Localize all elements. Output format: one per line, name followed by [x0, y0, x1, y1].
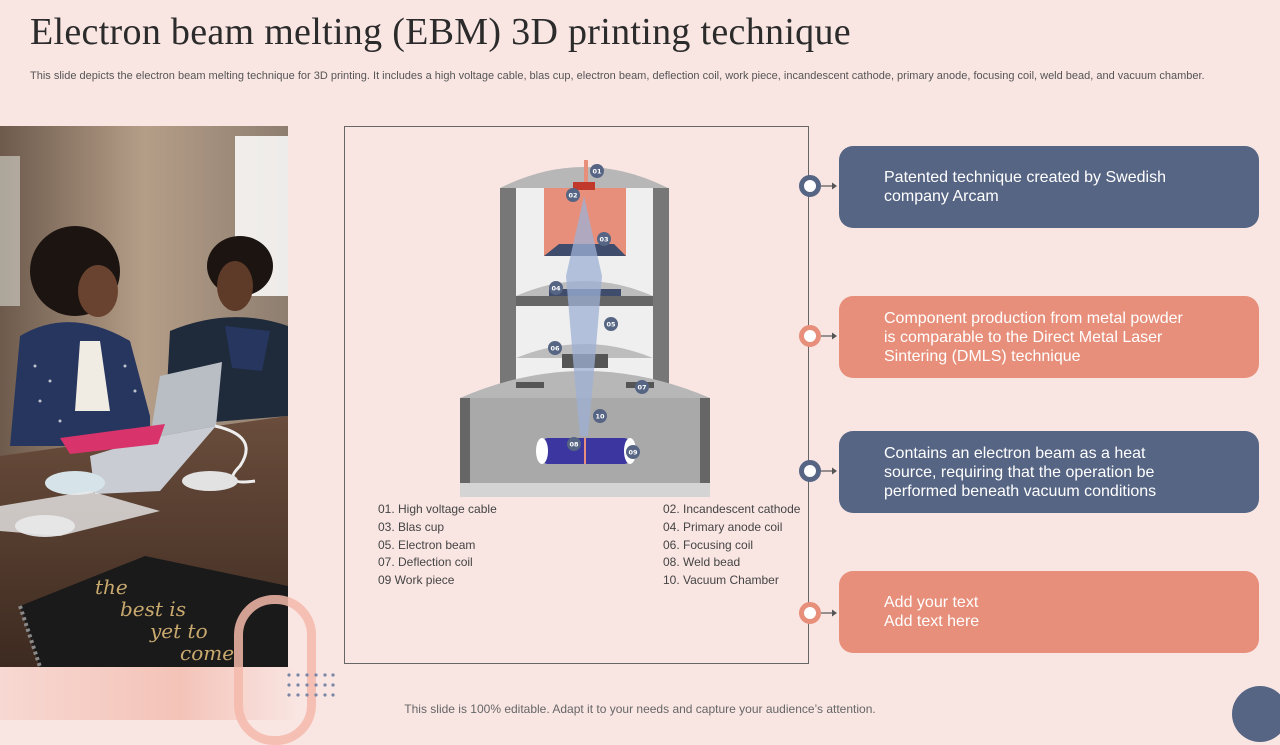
info-card-2: Component production from metal powder i… [839, 296, 1259, 378]
marker-02 [566, 188, 580, 202]
marker-06-label: 06 [550, 345, 560, 353]
legend-item: 10. Vacuum Chamber [663, 573, 779, 588]
legend-item: 08. Weld bead [663, 555, 741, 570]
connector-dot [799, 602, 821, 624]
info-card-3: Contains an electron beam as a heat sour… [839, 431, 1259, 513]
slide-subtitle: This slide depicts the electron beam mel… [30, 70, 1205, 82]
footer-note: This slide is 100% editable. Adapt it to… [404, 702, 876, 716]
legend-item: 09 Work piece [378, 573, 455, 588]
legend-left-column: 01. High voltage cable 03. Blas cup 05. … [378, 501, 497, 590]
decorative-dot-grid [287, 673, 335, 697]
info-card-text: Component production from metal powder i… [884, 309, 1183, 365]
legend-item: 05. Electron beam [378, 537, 476, 552]
marker-02-label: 02 [568, 192, 577, 200]
connector-dot [799, 325, 821, 347]
marker-09 [626, 445, 640, 459]
slide-title: Electron beam melting (EBM) 3D printing … [30, 11, 851, 53]
marker-07 [635, 380, 649, 394]
marker-03-label: 03 [599, 236, 608, 244]
marker-04-label: 04 [551, 285, 561, 293]
marker-10-label: 10 [595, 413, 605, 421]
info-card-4[interactable]: Add your text Add text here [839, 571, 1259, 653]
legend-item: 06. Focusing coil [663, 537, 754, 552]
marker-06 [548, 341, 562, 355]
legend-right-column: 02. Incandescent cathode 04. Primary ano… [663, 501, 800, 590]
notebook-word-1: the [95, 575, 128, 599]
marker-09-label: 09 [628, 449, 638, 457]
info-card-1: Patented technique created by Swedish co… [839, 146, 1259, 228]
connector-dot [799, 460, 821, 482]
ebm-machine-diagram: 01 02 03 04 05 06 07 08 09 10 [460, 160, 710, 497]
legend-item: 01. High voltage cable [378, 502, 497, 516]
notebook-word-4: come [180, 641, 234, 665]
meeting-photo: the best is yet to come [0, 126, 288, 667]
arrow-right-icon [821, 182, 837, 190]
info-card-text: Patented technique created by Swedish co… [884, 169, 1166, 205]
marker-08-label: 08 [569, 441, 579, 449]
arrow-right-icon [821, 467, 837, 475]
marker-07-label: 07 [637, 384, 646, 392]
notebook-word-3: yet to [149, 619, 208, 643]
notebook-word-2: best is [120, 597, 186, 621]
marker-05 [604, 317, 618, 331]
arrow-right-icon [821, 609, 837, 617]
marker-08 [567, 437, 581, 451]
legend-item: 07. Deflection coil [378, 555, 473, 570]
legend-item: 04. Primary anode coil [663, 519, 783, 534]
marker-01 [590, 164, 604, 178]
marker-01-label: 01 [592, 168, 602, 176]
info-card-text: Contains an electron beam as a heat sour… [884, 444, 1157, 500]
marker-10 [593, 409, 607, 423]
marker-04 [549, 281, 563, 295]
legend-item: 03. Blas cup [378, 519, 445, 534]
marker-03 [597, 232, 611, 246]
arrow-right-icon [821, 332, 837, 340]
decorative-ring [234, 595, 316, 745]
marker-05-label: 05 [606, 321, 616, 329]
connector-dot [799, 175, 821, 197]
info-card-text: Add your text Add text here [884, 594, 980, 630]
legend-item: 02. Incandescent cathode [663, 502, 801, 516]
